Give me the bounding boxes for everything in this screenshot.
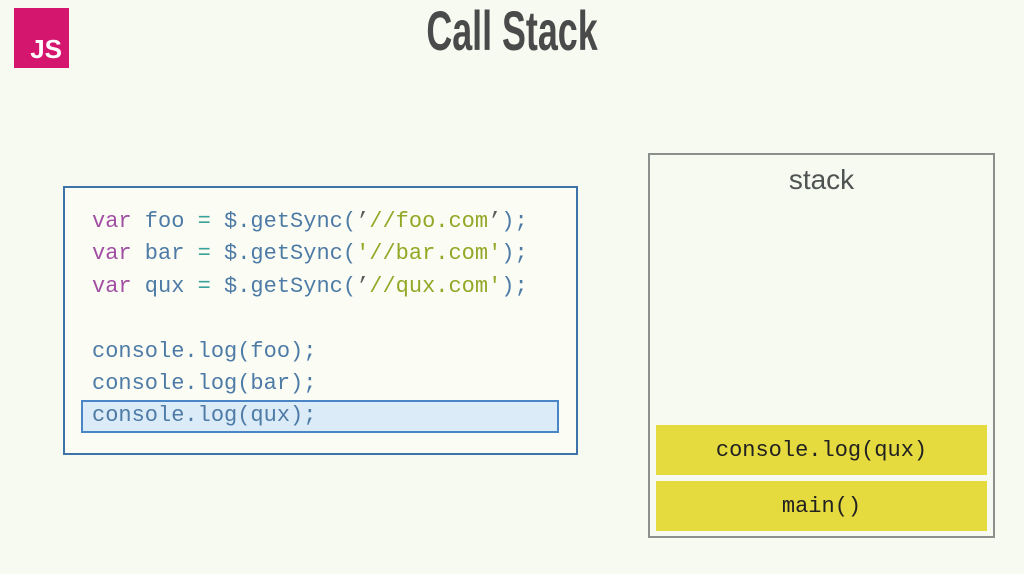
code-line: var qux = $.getSync(’//qux.com'); (92, 271, 559, 303)
code-token-plain: console.log(qux); (92, 403, 317, 429)
code-line: var foo = $.getSync(’//foo.com’); (92, 206, 559, 238)
code-token-plain: foo (131, 209, 198, 234)
stack-label: stack (788, 164, 855, 195)
stack-frame-label: console.log(qux) (715, 437, 928, 463)
code-token-equals: = (197, 209, 211, 234)
stack-panel: stack console.log(qux) main() (648, 153, 995, 538)
stack-frames: console.log(qux) main() (656, 425, 987, 531)
code-token-quote: ’ (356, 273, 370, 299)
code-line (92, 303, 559, 335)
code-token-plain: console.log(foo); (92, 338, 317, 364)
code-token-string: '//bar.com' (356, 241, 502, 267)
code-token-plain: console.log(bar); (92, 370, 317, 396)
code-panel: var foo = $.getSync(’//foo.com’);var bar… (63, 186, 578, 455)
code-token-plain: ); (501, 241, 528, 267)
stack-frame: console.log(qux) (656, 425, 987, 475)
code-line-highlighted: console.log(qux); (81, 400, 559, 433)
code-token-plain: bar (131, 241, 198, 267)
code-token-plain: ); (501, 209, 528, 234)
code-token-plain: $.getSync( (210, 241, 357, 267)
code-token-equals: = (197, 273, 211, 299)
code-token-keyword: var (92, 273, 132, 299)
code-token-plain: $.getSync( (210, 273, 357, 299)
code-line: var bar = $.getSync('//bar.com'); (92, 238, 559, 270)
code-token-quote: ’ (488, 209, 502, 234)
code-token-quote: ’ (356, 209, 370, 234)
code-token-string: //qux.com' (369, 273, 502, 299)
js-logo-text: JS (30, 34, 62, 64)
code-token-keyword: var (92, 209, 132, 234)
code-token-plain: ); (501, 273, 528, 299)
code-token-plain: $.getSync( (210, 209, 357, 234)
code-line: console.log(foo); (92, 336, 559, 368)
page-title: Call Stack (426, 0, 598, 62)
code-line: console.log(bar); (92, 368, 559, 400)
code-token-string: //foo.com (369, 209, 489, 234)
code-lines: var foo = $.getSync(’//foo.com’);var bar… (81, 206, 559, 433)
js-logo: JS (14, 8, 69, 68)
stack-frame-label: main() (781, 493, 862, 519)
stack-frame: main() (656, 481, 987, 531)
code-token-keyword: var (92, 241, 132, 267)
code-token-plain: qux (131, 273, 198, 299)
code-token-equals: = (197, 241, 211, 267)
